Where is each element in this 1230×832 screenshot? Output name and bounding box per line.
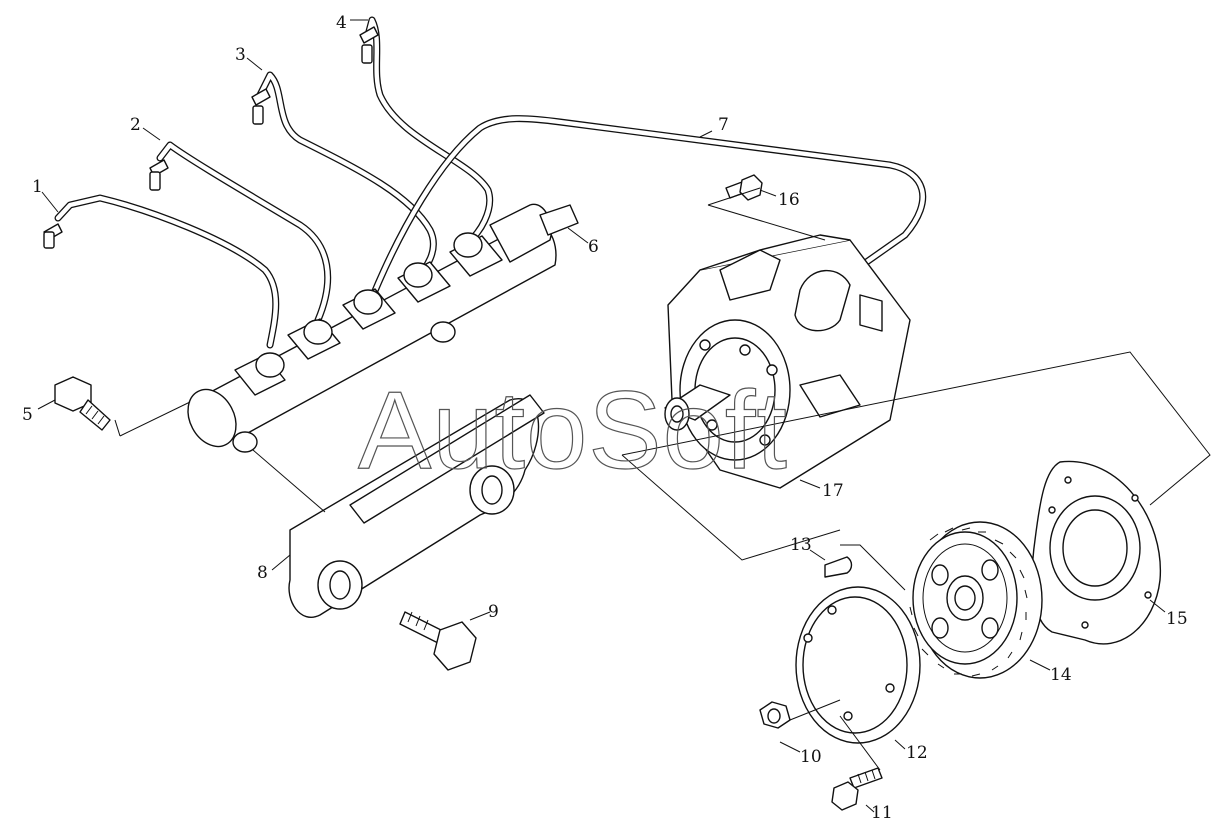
bracket-8: [288, 394, 545, 618]
injector-line-4: [359, 16, 494, 244]
label-17: 17: [822, 481, 844, 501]
label-15: 15: [1166, 609, 1188, 629]
flange-plate-15: [1031, 460, 1162, 645]
label-9: 9: [488, 602, 499, 622]
part-labels: 1 2 3 4 5 6 7 8 9 10 11 12 13 14 15 16 1…: [22, 13, 1188, 823]
label-5: 5: [22, 405, 33, 425]
label-4: 4: [336, 13, 347, 33]
assembly-guide-lines: [37, 19, 1211, 813]
bolt-16: [725, 174, 763, 201]
label-12: 12: [906, 743, 928, 763]
watermark: AutoSoft: [358, 369, 788, 492]
label-6: 6: [588, 237, 599, 257]
supply-line-7: [368, 115, 927, 302]
label-11: 11: [871, 803, 893, 823]
label-1: 1: [32, 177, 43, 197]
label-14: 14: [1050, 665, 1072, 685]
high-pressure-pump-17: [664, 234, 911, 489]
common-rail: [187, 203, 579, 453]
label-10: 10: [800, 747, 822, 767]
label-2: 2: [130, 115, 141, 135]
bolt-9: [399, 611, 477, 671]
label-13: 13: [790, 535, 812, 555]
injector-line-2: [149, 141, 332, 324]
label-16: 16: [778, 190, 800, 210]
pump-gear-14: [909, 521, 1043, 679]
gasket-12: [795, 586, 921, 744]
label-8: 8: [257, 563, 268, 583]
injector-line-1: [43, 194, 280, 349]
nut-10: [759, 701, 791, 729]
bolt-11: [831, 767, 883, 811]
injector-line-3: [251, 71, 437, 279]
label-7: 7: [718, 115, 729, 135]
bolt-5: [54, 376, 111, 431]
key-13: [824, 556, 853, 578]
label-3: 3: [235, 45, 246, 65]
